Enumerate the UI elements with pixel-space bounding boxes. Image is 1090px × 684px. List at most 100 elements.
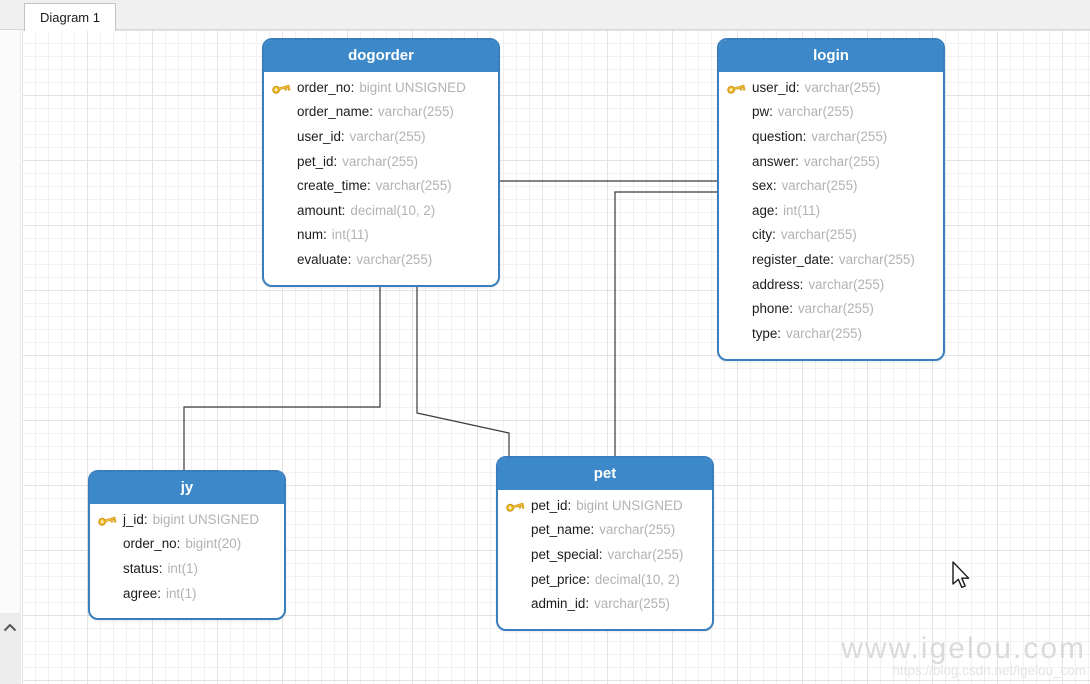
column-type: int(11) — [783, 202, 821, 218]
column-name: sex: — [752, 178, 777, 194]
column-row[interactable]: user_id:varchar(255) — [264, 124, 498, 149]
collapsed-panel-strip — [0, 613, 20, 684]
column-row[interactable]: city:varchar(255) — [719, 223, 943, 248]
column-name: pw: — [752, 104, 773, 120]
column-row-primary-key[interactable]: pet_id:bigint UNSIGNED — [498, 493, 712, 518]
relationship-login-pet[interactable] — [614, 191, 717, 456]
column-row[interactable]: age:int(11) — [719, 198, 943, 223]
relationship-dogorder-jy[interactable] — [183, 284, 381, 470]
column-name: pet_id: — [531, 497, 572, 513]
relationship-dogorder-pet[interactable] — [416, 284, 510, 456]
column-row[interactable]: pw:varchar(255) — [719, 100, 943, 125]
column-row[interactable]: pet_id:varchar(255) — [264, 149, 498, 174]
column-row[interactable]: admin_id:varchar(255) — [498, 591, 712, 616]
column-name: age: — [752, 202, 779, 218]
column-type: varchar(255) — [607, 546, 684, 562]
column-type: varchar(255) — [594, 596, 670, 612]
column-row-primary-key[interactable]: order_no:bigint UNSIGNED — [264, 75, 498, 100]
column-name: pet_special: — [531, 546, 603, 562]
column-type: varchar(255) — [349, 128, 426, 144]
column-name: answer: — [752, 153, 799, 169]
column-row[interactable]: sex:varchar(255) — [719, 173, 943, 198]
column-type: decimal(10, 2) — [350, 202, 436, 218]
column-row[interactable]: order_name:varchar(255) — [264, 100, 498, 125]
column-row[interactable]: type:varchar(255) — [719, 321, 943, 346]
table-title[interactable]: login — [719, 40, 943, 72]
primary-key-icon — [505, 498, 525, 513]
column-name: address: — [752, 276, 804, 292]
column-type: varchar(255) — [599, 522, 676, 538]
column-name: admin_id: — [531, 596, 590, 612]
column-type: varchar(255) — [808, 276, 885, 292]
column-row[interactable]: pet_name:varchar(255) — [498, 518, 712, 543]
column-type: bigint(20) — [185, 536, 242, 552]
column-name: evaluate: — [297, 251, 352, 267]
column-type: varchar(255) — [781, 178, 858, 194]
column-name: create_time: — [297, 178, 371, 194]
column-name: order_no: — [123, 536, 181, 552]
column-row[interactable]: register_date:varchar(255) — [719, 247, 943, 272]
tab-bar: Diagram 1 — [0, 0, 1090, 31]
column-name: order_no: — [297, 79, 355, 95]
column-row[interactable]: amount:decimal(10, 2) — [264, 198, 498, 223]
primary-key-icon — [726, 80, 746, 95]
column-row[interactable]: phone:varchar(255) — [719, 296, 943, 321]
column-name: city: — [752, 227, 776, 243]
column-type: varchar(255) — [342, 153, 419, 169]
column-name: user_id: — [297, 128, 345, 144]
table-title[interactable]: dogorder — [264, 40, 498, 72]
column-name: register_date: — [752, 251, 834, 267]
column-name: agree: — [123, 585, 161, 601]
entity-table-login[interactable]: login user_id:varchar(255)pw:varchar(255… — [717, 38, 945, 361]
column-type: varchar(255) — [377, 104, 454, 120]
column-type: bigint UNSIGNED — [359, 79, 466, 95]
column-row[interactable]: num:int(11) — [264, 223, 498, 248]
table-title[interactable]: pet — [498, 458, 712, 490]
primary-key-icon — [97, 512, 117, 527]
column-row[interactable]: pet_price:decimal(10, 2) — [498, 567, 712, 592]
column-type: varchar(255) — [838, 251, 915, 267]
column-row[interactable]: status:int(1) — [90, 556, 284, 581]
diagram-canvas[interactable]: www.igelou.com https://blog.csdn.net/ige… — [22, 30, 1090, 684]
column-type: bigint UNSIGNED — [576, 497, 683, 513]
primary-key-icon — [271, 80, 291, 95]
column-type: int(1) — [167, 560, 198, 576]
column-row[interactable]: evaluate:varchar(255) — [264, 247, 498, 272]
tab-diagram-1[interactable]: Diagram 1 — [24, 3, 116, 31]
column-name: question: — [752, 128, 807, 144]
column-type: varchar(255) — [780, 227, 857, 243]
column-type: varchar(255) — [375, 178, 452, 194]
arrow-cursor — [952, 561, 970, 589]
column-row[interactable]: answer:varchar(255) — [719, 149, 943, 174]
column-row-primary-key[interactable]: j_id:bigint UNSIGNED — [90, 507, 284, 532]
table-title[interactable]: jy — [90, 472, 284, 504]
column-name: phone: — [752, 301, 793, 317]
connector-layer — [183, 180, 717, 470]
column-row[interactable]: pet_special:varchar(255) — [498, 542, 712, 567]
column-type: int(1) — [165, 585, 197, 601]
column-row[interactable]: order_no:bigint(20) — [90, 532, 284, 557]
column-name: j_id: — [123, 511, 148, 527]
column-type: varchar(255) — [356, 251, 433, 267]
column-type: decimal(10, 2) — [594, 571, 680, 587]
column-type: varchar(255) — [811, 128, 888, 144]
column-type: int(11) — [331, 227, 369, 243]
column-name: pet_name: — [531, 522, 595, 538]
column-name: num: — [297, 227, 327, 243]
column-name: status: — [123, 560, 163, 576]
column-row[interactable]: address:varchar(255) — [719, 272, 943, 297]
column-row[interactable]: question:varchar(255) — [719, 124, 943, 149]
column-name: pet_id: — [297, 153, 338, 169]
column-row-primary-key[interactable]: user_id:varchar(255) — [719, 75, 943, 100]
column-type: bigint UNSIGNED — [152, 511, 259, 527]
column-row[interactable]: create_time:varchar(255) — [264, 173, 498, 198]
column-row[interactable]: agree:int(1) — [90, 581, 284, 606]
chevron-up-icon[interactable] — [3, 623, 17, 632]
column-type: varchar(255) — [797, 301, 874, 317]
